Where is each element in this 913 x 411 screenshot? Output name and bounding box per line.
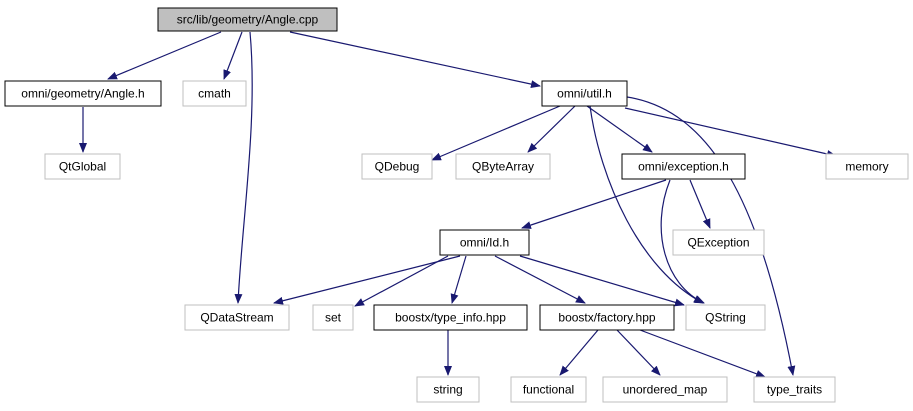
node-box <box>825 153 909 180</box>
node-qstring: QString <box>685 304 766 331</box>
edge-id_h-to-qdatastream <box>273 255 461 305</box>
node-box <box>312 304 354 331</box>
node-qbytearray: QByteArray <box>455 153 551 180</box>
node-box <box>416 376 480 403</box>
edge-factory-to-unordered_map <box>616 329 661 376</box>
nodes-layer: src/lib/geometry/Angle.cpp omni/geometry/… <box>4 7 909 403</box>
edge-util_h-to-qstring <box>589 105 704 304</box>
node-label: set <box>325 311 342 325</box>
edge-util_h-to-exception_h <box>586 105 653 153</box>
node-label: QByteArray <box>472 160 534 174</box>
node-label: QDataStream <box>200 311 273 325</box>
node-box <box>541 80 628 107</box>
node-label: memory <box>845 160 888 174</box>
node-functional: functional <box>510 376 587 403</box>
node-label: boostx/type_info.hpp <box>395 311 506 325</box>
edge-id_h-to-type_info <box>450 255 467 304</box>
node-box <box>672 229 765 256</box>
node-label: unordered_map <box>623 383 708 397</box>
edge-exception_h-to-qexception <box>689 179 711 229</box>
edge-root-to-angle_h <box>107 31 222 80</box>
node-box <box>373 304 528 331</box>
node-label: omni/geometry/Angle.h <box>21 87 144 101</box>
edge-factory-to-type_traits <box>639 329 766 378</box>
node-memory: memory <box>825 153 909 180</box>
node-string: string <box>416 376 480 403</box>
node-unordered_map: unordered_map <box>602 376 728 403</box>
node-box <box>184 304 290 331</box>
node-label: QString <box>705 311 746 325</box>
node-box <box>44 153 121 180</box>
node-exception_h[interactable]: omni/exception.h <box>621 153 746 180</box>
node-type_traits: type_traits <box>753 376 836 403</box>
node-label: omni/Id.h <box>460 236 509 250</box>
node-box <box>602 376 728 403</box>
node-label: cmath <box>198 87 231 101</box>
node-box <box>621 153 746 180</box>
node-box <box>685 304 766 331</box>
node-box <box>539 304 675 331</box>
node-box <box>157 7 338 32</box>
edges-layer <box>79 31 837 378</box>
edge-util_h-to-memory <box>624 107 837 158</box>
node-angle_h[interactable]: omni/geometry/Angle.h <box>4 80 162 107</box>
node-qdatastream: QDataStream <box>184 304 290 331</box>
node-factory[interactable]: boostx/factory.hpp <box>539 304 675 331</box>
node-root: src/lib/geometry/Angle.cpp <box>157 7 338 32</box>
edge-util_h-to-qbytearray <box>527 105 576 153</box>
edge-root-to-util_h <box>289 31 541 89</box>
edge-id_h-to-factory <box>494 255 586 304</box>
node-type_info[interactable]: boostx/type_info.hpp <box>373 304 528 331</box>
node-label: src/lib/geometry/Angle.cpp <box>177 13 319 27</box>
node-label: boostx/factory.hpp <box>558 311 655 325</box>
node-box <box>510 376 587 403</box>
node-label: string <box>433 383 462 397</box>
node-label: type_traits <box>767 383 822 397</box>
node-set: set <box>312 304 354 331</box>
edge-id_h-to-set <box>354 255 449 307</box>
node-util_h[interactable]: omni/util.h <box>541 80 628 107</box>
node-box <box>4 80 162 107</box>
edge-id_h-to-qstring <box>519 255 685 307</box>
node-id_h[interactable]: omni/Id.h <box>439 229 530 256</box>
edge-util_h-to-qdebug <box>431 105 561 161</box>
node-qdebug: QDebug <box>361 153 433 180</box>
node-box <box>455 153 551 180</box>
node-label: QtGlobal <box>59 160 106 174</box>
node-label: QDebug <box>375 160 420 174</box>
edge-root-to-cmath <box>223 31 243 80</box>
node-label: functional <box>523 383 574 397</box>
node-box <box>753 376 836 403</box>
node-box <box>182 80 247 107</box>
edge-root-to-qdatastream <box>234 31 253 304</box>
node-cmath: cmath <box>182 80 247 107</box>
edge-factory-to-functional <box>559 329 599 376</box>
edge-exception_h-to-id_h <box>521 179 667 229</box>
node-box <box>439 229 530 256</box>
node-box <box>361 153 433 180</box>
node-qexception: QException <box>672 229 765 256</box>
node-label: QException <box>687 236 749 250</box>
edge-exception_h-to-qstring <box>660 179 705 304</box>
node-qtglobal: QtGlobal <box>44 153 121 180</box>
node-label: omni/exception.h <box>638 160 729 174</box>
node-label: omni/util.h <box>557 87 612 101</box>
